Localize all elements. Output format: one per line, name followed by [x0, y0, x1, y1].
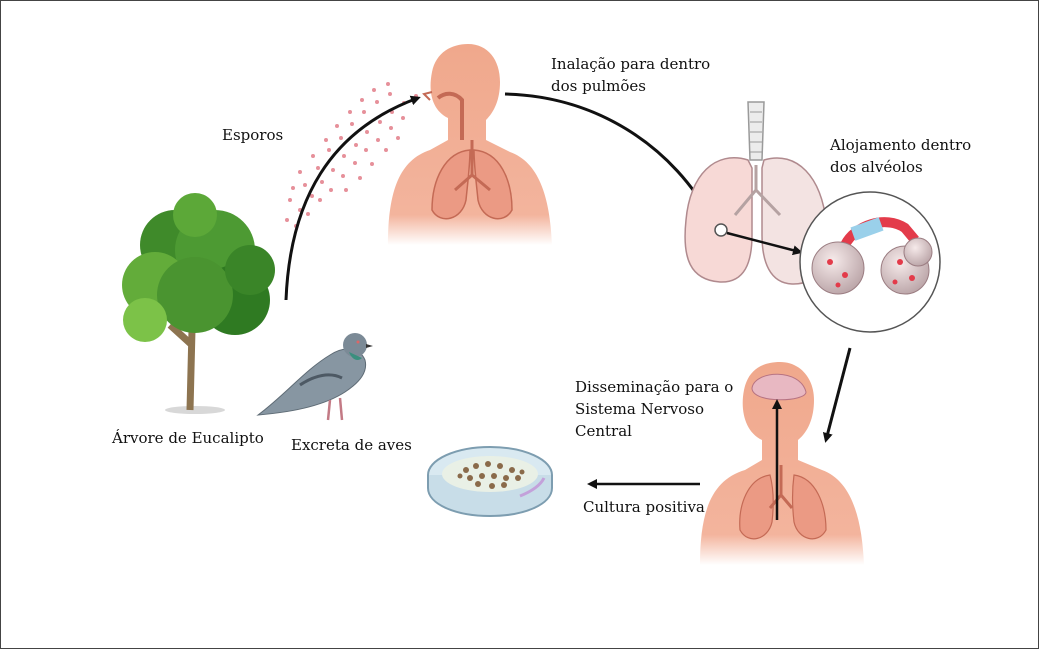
person-inhaling: [388, 44, 552, 245]
eucalyptus-tree: [122, 193, 275, 414]
label-dissemination-line1: Disseminação para o: [575, 378, 733, 397]
label-spores: Esporos: [222, 126, 283, 145]
alveoli-zoom: [800, 192, 940, 332]
pigeon: [258, 333, 373, 420]
label-lodging-line2: dos alvéolos: [830, 158, 923, 177]
label-lodging-line1: Alojamento dentro: [830, 136, 971, 155]
label-inhalation-line2: dos pulmões: [551, 77, 646, 96]
label-dissemination-line3: Central: [575, 422, 632, 441]
label-bird-excreta: Excreta de aves: [291, 436, 412, 455]
label-positive-culture: Cultura positiva: [583, 498, 705, 517]
label-dissemination-line2: Sistema Nervoso: [575, 400, 704, 419]
petri-dish: [428, 447, 552, 516]
label-tree: Árvore de Eucalipto: [112, 429, 264, 448]
arrow-to-dissemination: [826, 348, 850, 440]
label-inhalation-line1: Inalação para dentro: [551, 55, 710, 74]
